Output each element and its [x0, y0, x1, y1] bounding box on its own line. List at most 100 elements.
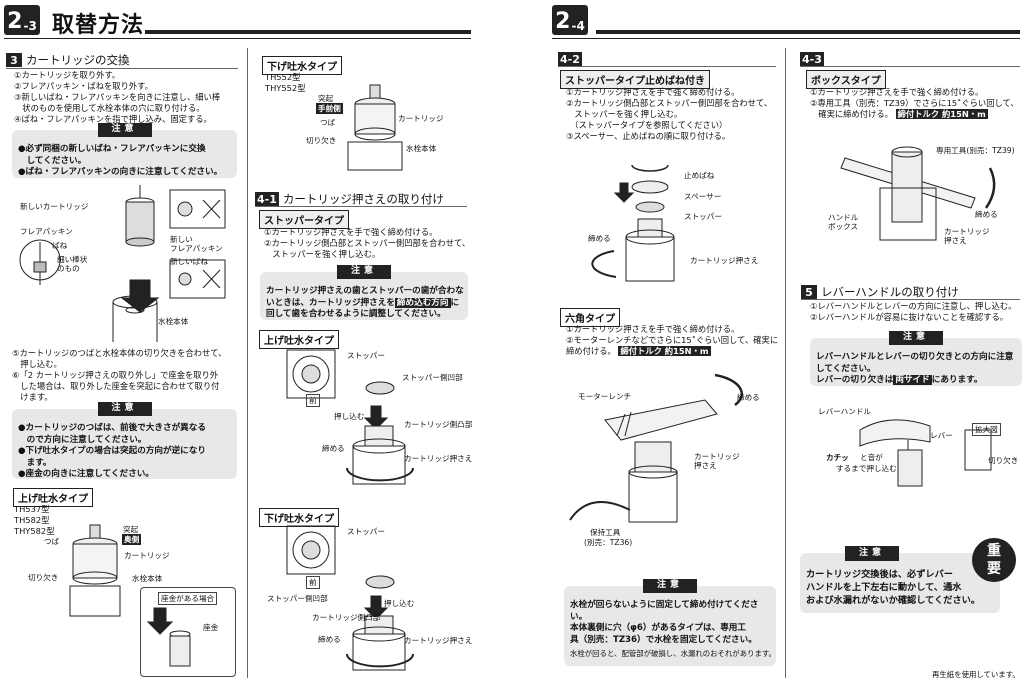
section-3-steps: ①カートリッジを取り外す。 ②フレアパッキン・ばねを取り外す。 ③新しいばね・フ…: [14, 70, 221, 124]
title-rule-thin: [4, 38, 471, 39]
label-new-flare: 新しい: [170, 235, 193, 244]
label-holder-2: 押さえ: [694, 461, 717, 470]
stopper-upward-figure: [286, 349, 414, 485]
label-notch: 切り欠き: [988, 456, 1019, 465]
label-spacer: スペーサー: [684, 192, 722, 201]
cartridge-exchange-figure: [19, 185, 226, 342]
label-downward-type: 下げ吐水タイプ: [262, 56, 342, 75]
washer-figure: [146, 607, 191, 667]
washer-box-title: 座金がある場合: [158, 592, 218, 605]
downward-models: TH552型 THY552型: [265, 72, 306, 93]
label-stopper-with-spring: ストッパータイプ止めばね付き: [560, 70, 710, 89]
label-protrusion: 突起: [123, 525, 139, 534]
label-protrusion: 突起: [318, 94, 334, 103]
label-lever-handle: レバーハンドル: [818, 407, 872, 416]
label-flange: つば: [44, 537, 60, 546]
important-badge: 重要: [972, 538, 1016, 582]
label-tighten: 締める: [588, 234, 611, 243]
divider: [6, 68, 238, 69]
label-tighten: 締める: [318, 635, 341, 644]
footer-recycled-paper: 再生紙を使用しています。: [932, 670, 1020, 679]
label-handle-box: ハンドル: [828, 213, 859, 222]
section-3-steps-2: ⑤カートリッジのつばと水栓本体の切り欠きを合わせて、 押し込む。 ⑥「2 カート…: [12, 348, 227, 402]
label-back-side: 奥側: [122, 534, 142, 545]
stop-spring-figure: [591, 164, 675, 282]
label-stopper: ストッパー: [347, 527, 385, 536]
label-new-cartridge: 新しいカートリッジ: [20, 202, 89, 211]
label-hex-type: 六角タイプ: [560, 308, 620, 327]
label-push-in: 押し込む: [384, 599, 415, 608]
label-stopper-recess: ストッパー側凹部: [267, 594, 328, 603]
stopper-downward-figure: [286, 525, 414, 671]
label-body: 水栓本体: [406, 144, 437, 153]
label-stop-spring: 止めばね: [684, 171, 715, 180]
caution-box: 注意 ●必ず同梱の新しいばね・フレアパッキンに交換 してください。 ●ばね・フレ…: [12, 123, 237, 178]
page-badge-left: 2-3: [4, 5, 40, 35]
label-holder: カートリッジ: [944, 227, 990, 236]
label-push-until: するまで押し込む: [836, 464, 897, 473]
page-title: 取替方法: [52, 13, 145, 38]
label-handle-box-2: ボックス: [828, 222, 859, 231]
divider: [801, 299, 1020, 300]
section-4-3-steps: ①カートリッジ押さえを手で強く締め付ける。 ②専用工具（別売：TZ39）でさらに…: [810, 87, 1019, 119]
section-5-steps: ①レバーハンドルとレバーの方向に注意し、押し込む。 ②レバーハンドルが容易に抜け…: [810, 301, 1017, 322]
label-cartridge-bump: カートリッジ側凸部: [404, 420, 473, 429]
section-4-3-heading: 4-3: [800, 52, 824, 66]
label-tighten: 締める: [975, 210, 998, 219]
label-special-tool: 専用工具(別売：TZ39): [936, 146, 1015, 155]
title-rule: [145, 30, 471, 34]
section-4-1-steps: ①カートリッジ押さえを手で強く締め付ける。 ②カートリッジ側凸部とストッパー側凹…: [264, 227, 471, 259]
label-stopper-type: ストッパータイプ: [259, 210, 349, 229]
label-stopper: ストッパー: [347, 351, 385, 360]
upward-cartridge-figure: [69, 524, 121, 617]
divider: [558, 66, 776, 67]
column-divider: [785, 48, 786, 678]
upward-models: TH537型 TH582型 THY582型: [14, 504, 55, 536]
label-tighten: 締める: [322, 444, 345, 453]
label-holder: カートリッジ押さえ: [690, 256, 759, 265]
lever-handle-figure: [859, 419, 992, 487]
section-4-2-steps: ①カートリッジ押さえを手で強く締め付ける。 ②カートリッジ側凸部とストッパー側凹…: [566, 87, 773, 141]
caution-box: 注意 水栓が回らないように固定して締め付けてくださ い。 本体裏側に穴（φ6）が…: [564, 579, 776, 666]
label-cartridge: カートリッジ: [398, 114, 444, 123]
label-upward-type: 上げ吐水タイプ: [259, 330, 339, 349]
caution-box: 注意 ●カートリッジのつばは、前後で大きさが異なる ので方向に注意してください。…: [12, 402, 237, 479]
caution-box: 注意 レバーハンドルとレバーの切り欠きとの方向に注意 してください。 レバーの切…: [810, 331, 1022, 386]
hex-steps: ①カートリッジ押さえを手で強く締め付ける。 ②モーターレンチなどでさらに15˚ぐ…: [566, 324, 779, 356]
label-holder-2: 押さえ: [944, 236, 967, 245]
label-notch: 切り欠き: [28, 573, 59, 582]
label-washer: 座金: [203, 623, 219, 632]
important-caution-box: 注意 カートリッジ交換後は、必ずレバー ハンドルを上下左右に動かして、通水 およ…: [800, 546, 1000, 613]
label-motor-wrench: モーターレンチ: [578, 392, 632, 401]
label-spring: ばね: [52, 241, 68, 250]
label-front: 前: [306, 576, 320, 589]
label-holder: カートリッジ: [694, 452, 740, 461]
column-divider: [247, 48, 248, 678]
label-lever: レバー: [930, 431, 953, 440]
label-thin-rod-2: のもの: [57, 264, 80, 273]
label-upward-type: 上げ吐水タイプ: [13, 488, 93, 507]
label-body: 水栓本体: [158, 317, 189, 326]
hex-wrench-figure: [569, 373, 743, 523]
label-holding-tool: 保持工具: [590, 528, 621, 537]
divider: [800, 66, 1020, 67]
label-flange: つば: [320, 118, 336, 127]
label-thin-rod: 細い棒状: [57, 255, 88, 264]
label-holding-tool-2: (別売：TZ36): [584, 538, 633, 547]
label-new-flare-2: フレアパッキン: [170, 244, 223, 253]
label-click: カチッ: [826, 453, 849, 462]
label-holder: カートリッジ押さえ: [404, 454, 473, 463]
box-type-figure: [840, 146, 996, 241]
label-notch: 切り欠き: [306, 136, 337, 145]
title-rule: [596, 30, 1020, 34]
section-4-2-heading: 4-2: [558, 52, 582, 66]
label-front: 前: [306, 394, 320, 407]
label-flare-packing: フレアパッキン: [20, 227, 73, 236]
label-box-type: ボックスタイプ: [806, 70, 886, 89]
label-stopper-recess: ストッパー側凹部: [402, 373, 463, 382]
label-tighten: 締める: [737, 393, 760, 402]
label-new-spring: 新しいばね: [170, 257, 208, 266]
label-holder: カートリッジ押さえ: [404, 636, 473, 645]
